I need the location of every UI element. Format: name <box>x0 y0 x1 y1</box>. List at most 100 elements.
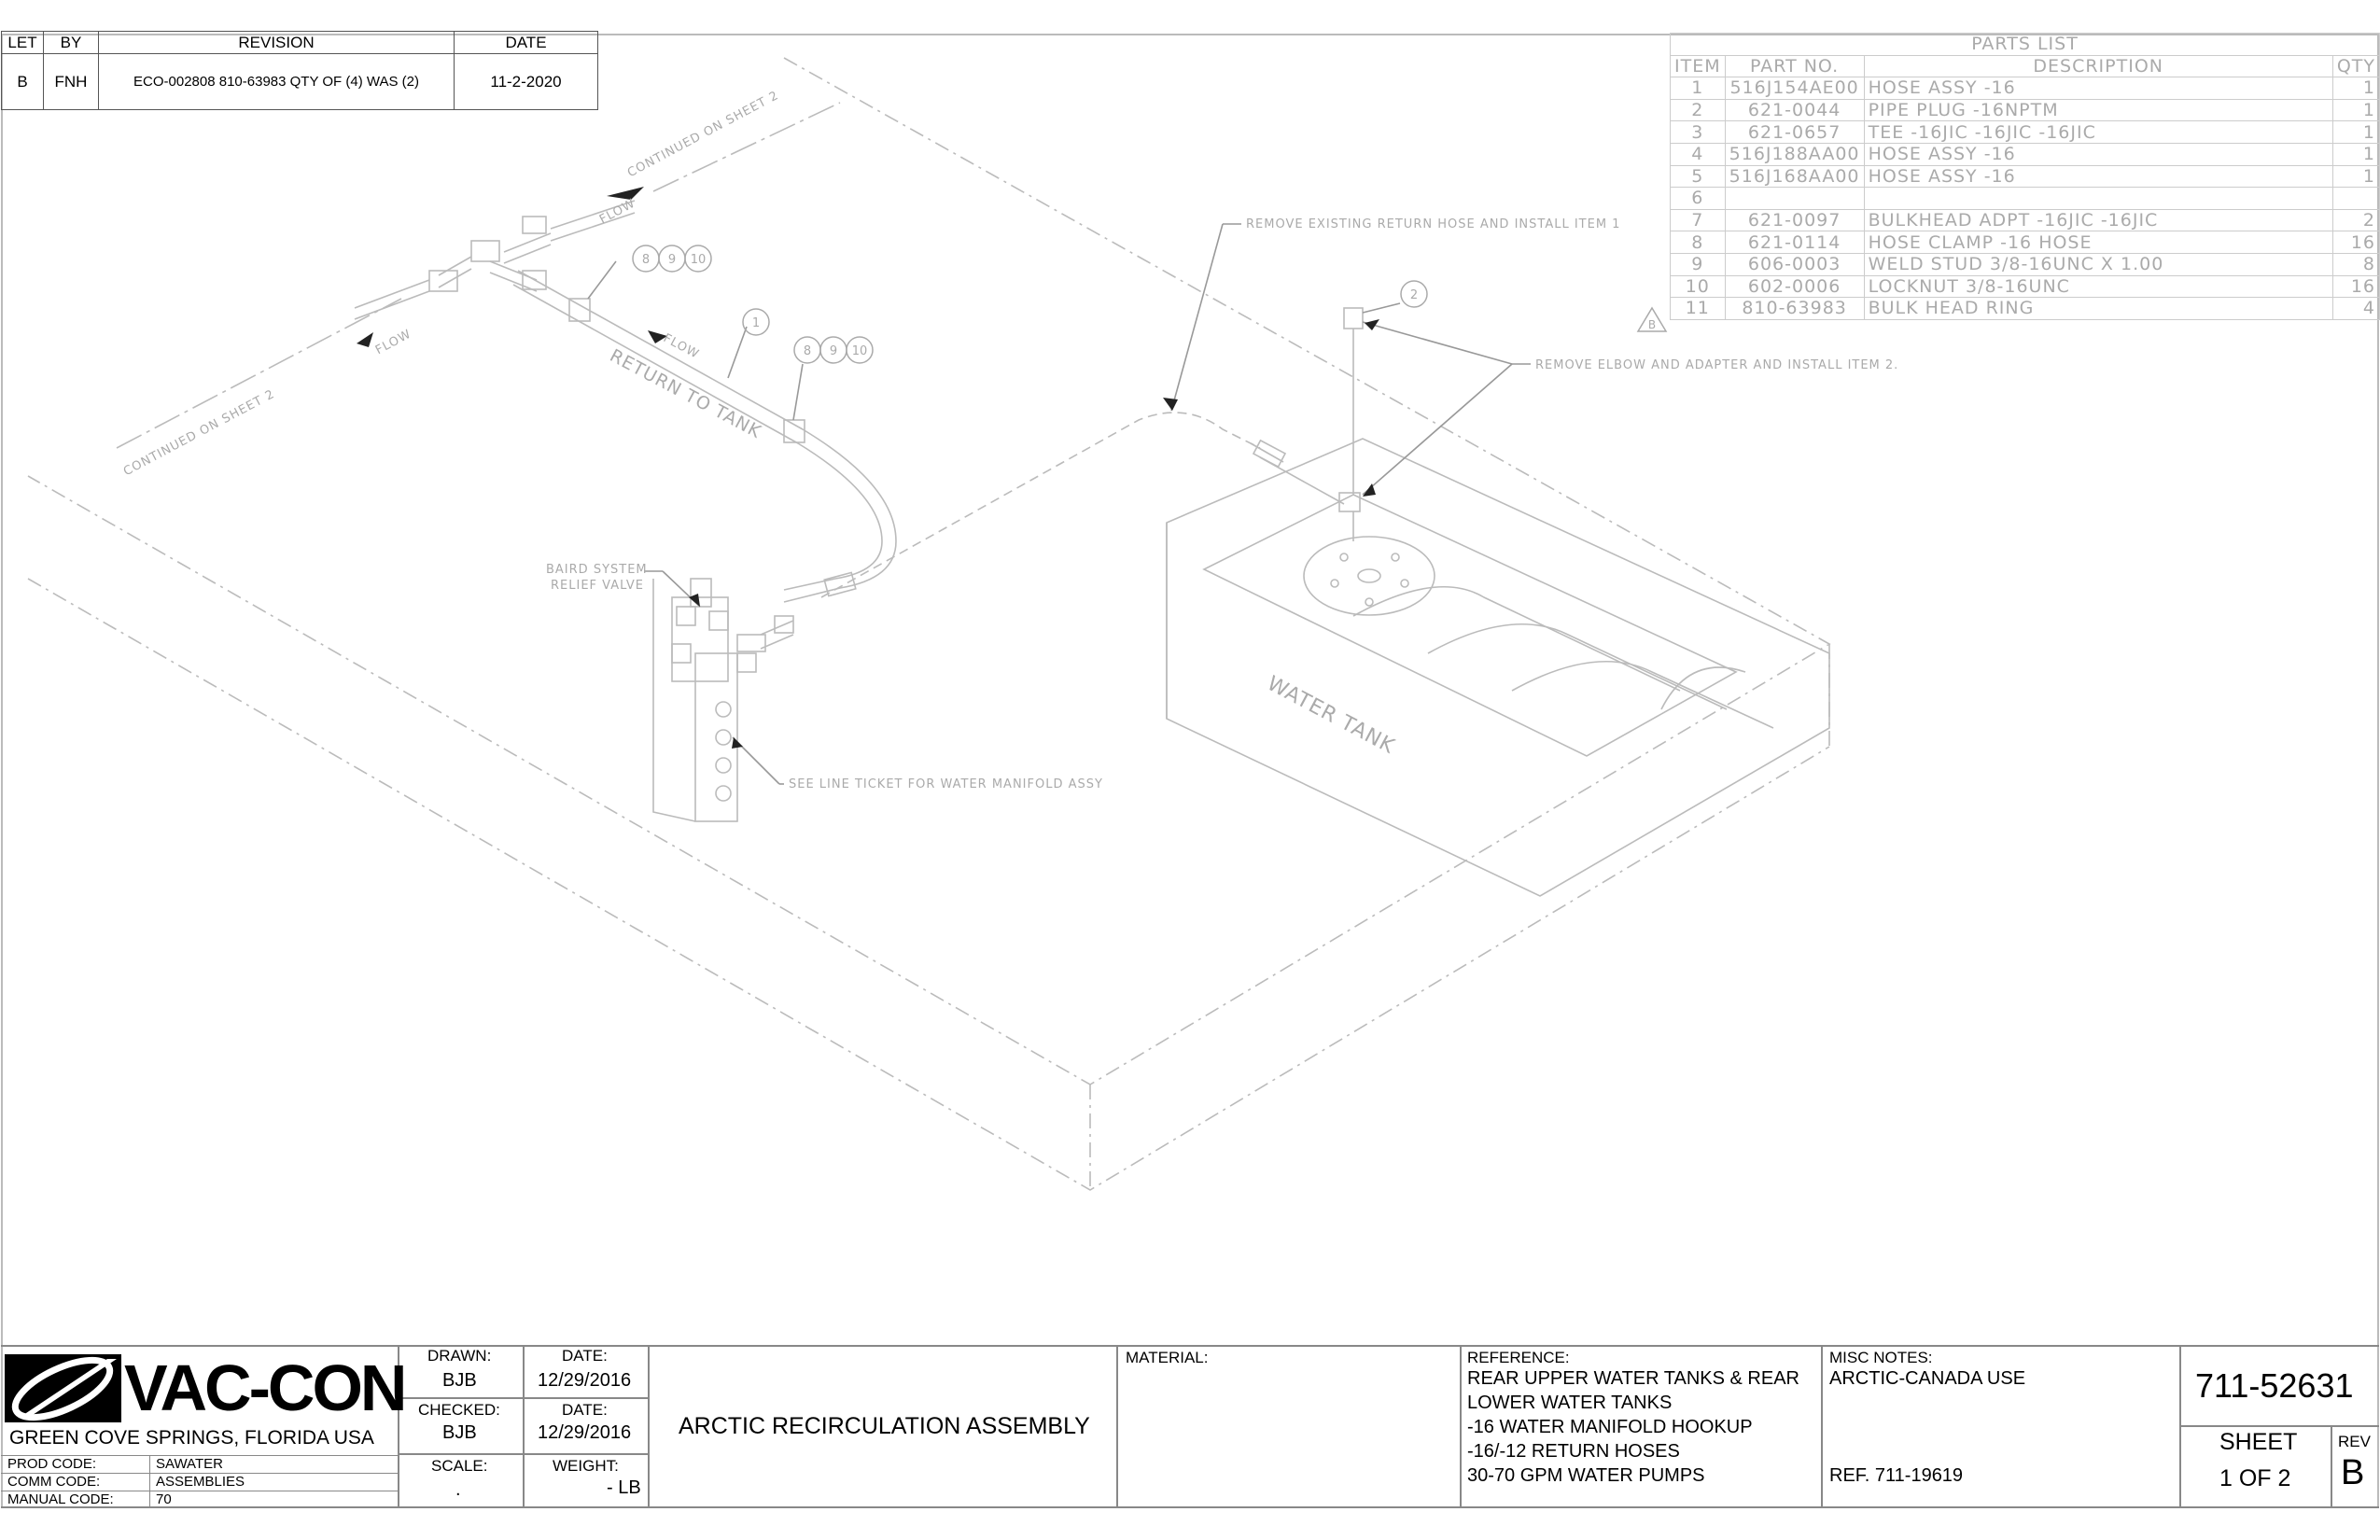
reference-number: REF. 711-19619 <box>1829 1465 1964 1486</box>
relief-valve-label-2: RELIEF VALVE <box>551 579 645 593</box>
tank-top-plate <box>1303 536 1435 616</box>
parts-item: 10 <box>1670 274 1726 299</box>
parts-item: 1 <box>1670 77 1726 100</box>
parts-qty: 4 <box>2331 297 2380 320</box>
parts-desc: BULKHEAD ADPT -16JIC -16JIC <box>1863 208 2333 232</box>
revision-table: LET BY REVISION DATE B FNH ECO-002808 81… <box>1 31 598 110</box>
balloon-8: 8 <box>642 253 650 267</box>
water-tank-outline <box>1166 438 1830 897</box>
sheet-value: 1 OF 2 <box>2219 1465 2291 1491</box>
sheet-label: SHEET <box>2219 1429 2298 1455</box>
scale-value: . <box>455 1479 461 1500</box>
relief-valve-label-1: BAIRD SYSTEM <box>546 563 648 577</box>
checked-date-label: DATE: <box>562 1401 608 1419</box>
parts-part-no: 621-0097 <box>1724 208 1865 232</box>
prod-code-value: SAWATER <box>156 1456 223 1472</box>
balloon-1: 1 <box>752 316 760 330</box>
rev-label: REV <box>2338 1433 2371 1450</box>
parts-qty: 8 <box>2331 252 2380 276</box>
rev-date: 11-2-2020 <box>454 53 598 110</box>
remove-hose-note: REMOVE EXISTING RETURN HOSE AND INSTALL … <box>1246 217 1621 231</box>
return-hose <box>820 412 1261 598</box>
parts-qty: 1 <box>2331 77 2380 100</box>
misc-notes-value: ARCTIC-CANADA USE <box>1829 1368 2026 1389</box>
drawing-title: ARCTIC RECIRCULATION ASSEMBLY <box>679 1413 1090 1439</box>
platform-outline <box>27 57 1831 1085</box>
parts-desc: HOSE ASSY -16 <box>1863 77 2333 100</box>
balloon-8: 8 <box>804 344 811 358</box>
parts-qty: 1 <box>2331 164 2380 189</box>
drawn-label: DRAWN: <box>427 1347 492 1365</box>
balloon-10: 10 <box>691 253 707 267</box>
comm-code-value: ASSEMBLIES <box>156 1474 245 1490</box>
checked-value: BJB <box>442 1422 477 1443</box>
parts-desc: PIPE PLUG -16NPTM <box>1863 98 2333 122</box>
weight-label: WEIGHT: <box>553 1457 619 1475</box>
parts-part-no: 516J168AA00 <box>1724 164 1865 189</box>
parts-desc: HOSE ASSY -16 <box>1863 142 2333 166</box>
reference-line: LOWER WATER TANKS <box>1467 1393 1673 1413</box>
parts-list-table: PARTS LIST ITEM PART NO. DESCRIPTION QTY… <box>1670 33 2380 320</box>
reference-line: 30-70 GPM WATER PUMPS <box>1467 1465 1705 1486</box>
manual-code-label: MANUAL CODE: <box>7 1491 114 1507</box>
parts-desc: TEE -16JIC -16JIC -16JIC <box>1863 120 2333 144</box>
vac-con-logo: VAC-CON <box>5 1350 407 1424</box>
drawn-date-value: 12/29/2016 <box>538 1370 632 1391</box>
parts-part-no: 621-0114 <box>1724 231 1865 254</box>
drawn-value: BJB <box>442 1370 477 1391</box>
manual-code-value: 70 <box>156 1491 172 1507</box>
parts-item: 11 <box>1670 297 1726 320</box>
parts-part-no: 516J188AA00 <box>1724 142 1865 166</box>
drawing-number: 711-52631 <box>2195 1366 2354 1405</box>
comm-code-label: COMM CODE: <box>7 1474 101 1490</box>
parts-part-no: 516J154AE00 <box>1724 77 1865 100</box>
reference-label: REFERENCE: <box>1467 1349 1570 1366</box>
parts-qty: 1 <box>2331 120 2380 144</box>
balloon-9: 9 <box>830 344 837 358</box>
water-manifold <box>652 578 794 822</box>
platform-front-edge <box>27 578 1830 1191</box>
reference-line: REAR UPPER WATER TANKS & REAR <box>1467 1368 1799 1389</box>
parts-item: 9 <box>1670 252 1726 276</box>
scale-label: SCALE: <box>431 1457 488 1475</box>
remove-elbow-note: REMOVE ELBOW AND ADAPTER AND INSTALL ITE… <box>1535 358 1899 372</box>
parts-item: 8 <box>1670 231 1726 254</box>
parts-desc: BULK HEAD RING <box>1863 297 2333 320</box>
checked-label: CHECKED: <box>418 1401 500 1419</box>
manifold-note: SEE LINE TICKET FOR WATER MANIFOLD ASSY <box>789 777 1103 791</box>
reference-line: -16 WATER MANIFOLD HOOKUP <box>1467 1417 1753 1437</box>
material-label: MATERIAL: <box>1126 1349 1209 1366</box>
balloon-10: 10 <box>852 344 868 358</box>
parts-part-no: 810-63983 <box>1724 297 1865 320</box>
parts-header-desc: DESCRIPTION <box>1863 54 2333 78</box>
parts-desc: LOCKNUT 3/8-16UNC <box>1863 274 2333 299</box>
parts-qty: 16 <box>2331 231 2380 254</box>
parts-header-qty: QTY <box>2331 54 2380 78</box>
rev-description: ECO-002808 810-63983 QTY OF (4) WAS (2) <box>98 53 455 110</box>
prod-code-label: PROD CODE: <box>7 1456 97 1472</box>
drawn-date-label: DATE: <box>562 1347 608 1365</box>
rev-header-by: BY <box>43 31 99 54</box>
parts-header-part: PART NO. <box>1724 54 1865 78</box>
parts-desc: HOSE ASSY -16 <box>1863 164 2333 189</box>
parts-item: 5 <box>1670 164 1726 189</box>
parts-desc: WELD STUD 3/8-16UNC X 1.00 <box>1863 252 2333 276</box>
reference-line: -16/-12 RETURN HOSES <box>1467 1441 1680 1462</box>
parts-list-title: PARTS LIST <box>1670 33 2380 56</box>
misc-notes-label: MISC NOTES: <box>1829 1349 1933 1366</box>
parts-qty: 1 <box>2331 98 2380 122</box>
balloon-9: 9 <box>668 253 676 267</box>
rev-flag: B <box>1648 318 1656 331</box>
rev-let: B <box>1 53 44 110</box>
company-name: VAC-CON <box>124 1351 407 1424</box>
rev-value: B <box>2341 1453 2365 1492</box>
parts-item: 4 <box>1670 142 1726 166</box>
checked-date-value: 12/29/2016 <box>538 1422 632 1443</box>
parts-qty: 16 <box>2331 274 2380 299</box>
parts-desc: HOSE CLAMP -16 HOSE <box>1863 231 2333 254</box>
parts-part-no: 606-0003 <box>1724 252 1865 276</box>
parts-part-no: 602-0006 <box>1724 274 1865 299</box>
balloon-2: 2 <box>1410 288 1418 302</box>
weight-value: - LB <box>607 1477 641 1498</box>
